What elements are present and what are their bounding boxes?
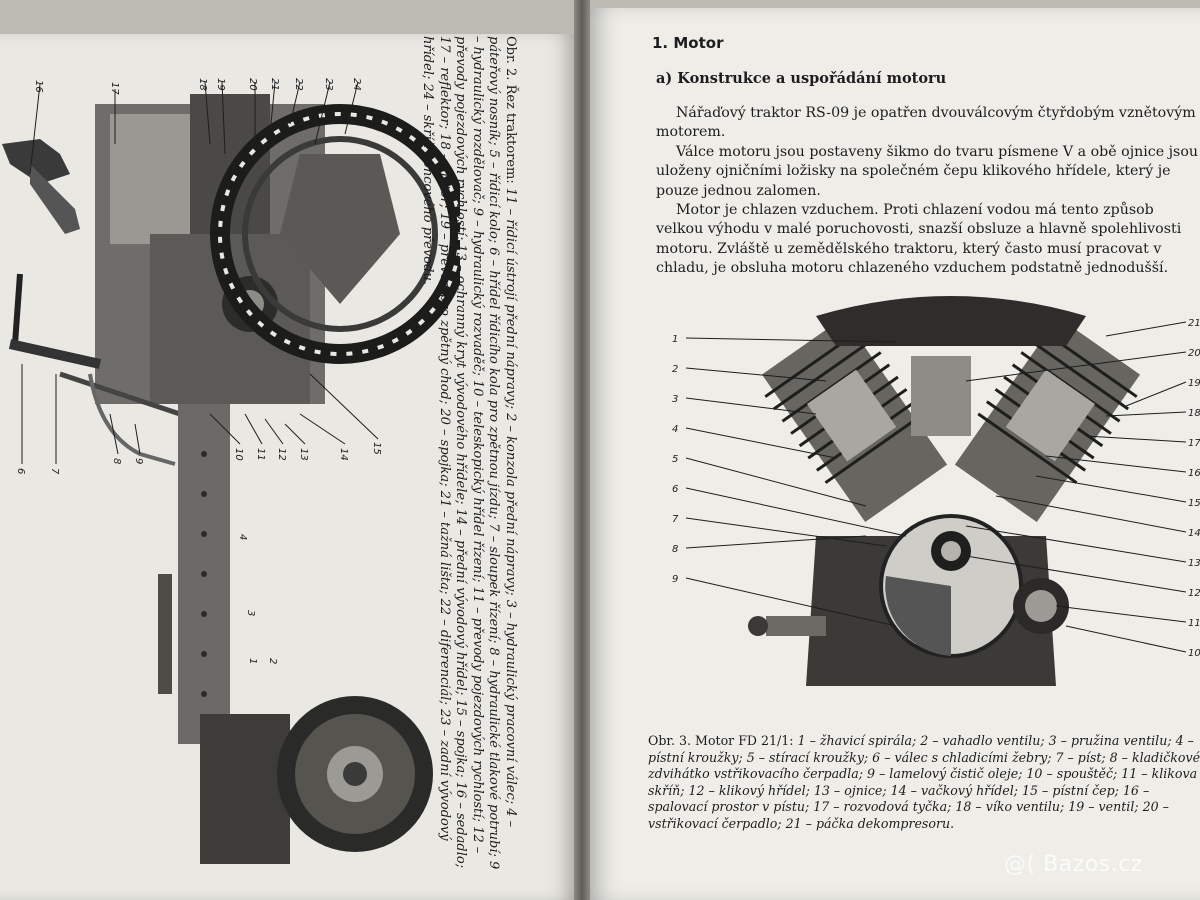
paragraph-3: Motor je chlazen vzduchem. Proti chlazen…: [656, 202, 1182, 277]
fig3-label-14: 14: [1188, 528, 1200, 539]
section-heading: a) Konstrukce a uspořádání motoru: [656, 70, 947, 87]
fig3-label-1: 1: [672, 334, 678, 345]
fig3-label-12: 12: [1188, 588, 1200, 599]
fig3-label-16: 16: [1188, 468, 1200, 479]
fig3-label-13: 13: [1188, 558, 1200, 569]
fig2-label-15: 15: [371, 442, 382, 455]
fig2-label-10: 10: [233, 448, 244, 461]
bazos-watermark: @( Bazos.cz: [1004, 852, 1143, 877]
fig2-caption-lead: Obr. 2. Řez traktorem:: [503, 36, 518, 184]
fig3-label-15: 15: [1188, 498, 1200, 509]
fig2-label-4: 4: [237, 534, 248, 540]
fig3-label-9: 9: [672, 574, 678, 585]
fig2-label-9: 9: [133, 458, 144, 464]
fig2-label-19: 19: [215, 78, 226, 91]
fig2-label-6: 6: [15, 468, 26, 474]
fig2-label-2: 2: [267, 658, 278, 664]
fig3-label-17: 17: [1188, 438, 1200, 449]
fig2-label-7: 7: [49, 468, 60, 475]
fig2-label-20: 20: [247, 78, 258, 91]
fig2-label-11: 11: [255, 448, 266, 461]
fig3-label-6: 6: [672, 484, 678, 495]
paragraph-1: Nářaďový traktor RS-09 je opatřen dvouvá…: [656, 105, 1196, 141]
fig3-label-5: 5: [672, 454, 678, 465]
fig2-label-23: 23: [323, 78, 334, 91]
fig3-caption-text: 1 – žhavicí spirála; 2 – vahadlo ventilu…: [648, 733, 1200, 831]
tractor-cutaway-illustration: 16 17 18 19 20 21 22 23 24 6 7 8 9 10 11…: [2, 78, 460, 864]
fig3-caption-lead: Obr. 3. Motor FD 21/1:: [648, 733, 794, 748]
paragraph-2: Válce motoru jsou postaveny šikmo do tva…: [656, 143, 1198, 199]
fig3-label-4: 4: [672, 424, 678, 435]
fig3-caption: Obr. 3. Motor FD 21/1: 1 – žhavicí spirá…: [648, 733, 1200, 833]
fig3-label-19: 19: [1188, 378, 1200, 389]
body-text: Nářaďový traktor RS-09 je opatřen dvouvá…: [656, 104, 1200, 279]
fig2-label-21: 21: [269, 78, 280, 91]
fig2-label-3: 3: [245, 610, 256, 616]
fig3-label-21: 21: [1188, 318, 1200, 329]
fig2-label-24: 24: [351, 78, 362, 91]
fig2-label-16: 16: [33, 80, 44, 93]
fig3-label-3: 3: [672, 394, 678, 405]
fig2-label-12: 12: [276, 448, 287, 461]
fig3-label-20: 20: [1188, 348, 1200, 359]
fig3-label-10: 10: [1188, 648, 1200, 659]
fig2-label-13: 13: [298, 448, 309, 461]
fig3-label-7: 7: [672, 514, 679, 525]
fig3-label-18: 18: [1188, 408, 1200, 419]
fig2-label-17: 17: [109, 82, 120, 95]
fig2-label-8: 8: [111, 458, 122, 464]
fig3-label-8: 8: [672, 544, 678, 555]
fig2-label-18: 18: [197, 78, 208, 91]
fig2-label-22: 22: [293, 78, 304, 91]
fig2-label-14: 14: [338, 448, 349, 461]
chapter-heading: 1. Motor: [652, 34, 724, 52]
engine-cutaway-illustration: 1 2 3 4 5 6 7 8 9 21 20 19 18 17 16 15 1…: [672, 296, 1200, 686]
book-gutter: [574, 0, 590, 900]
fig3-label-11: 11: [1188, 618, 1200, 629]
fig3-label-2: 2: [672, 364, 678, 375]
fig2-caption: Obr. 2. Řez traktorem: 11 – řídicí ústro…: [421, 36, 519, 876]
fig2-label-1: 1: [247, 658, 258, 664]
